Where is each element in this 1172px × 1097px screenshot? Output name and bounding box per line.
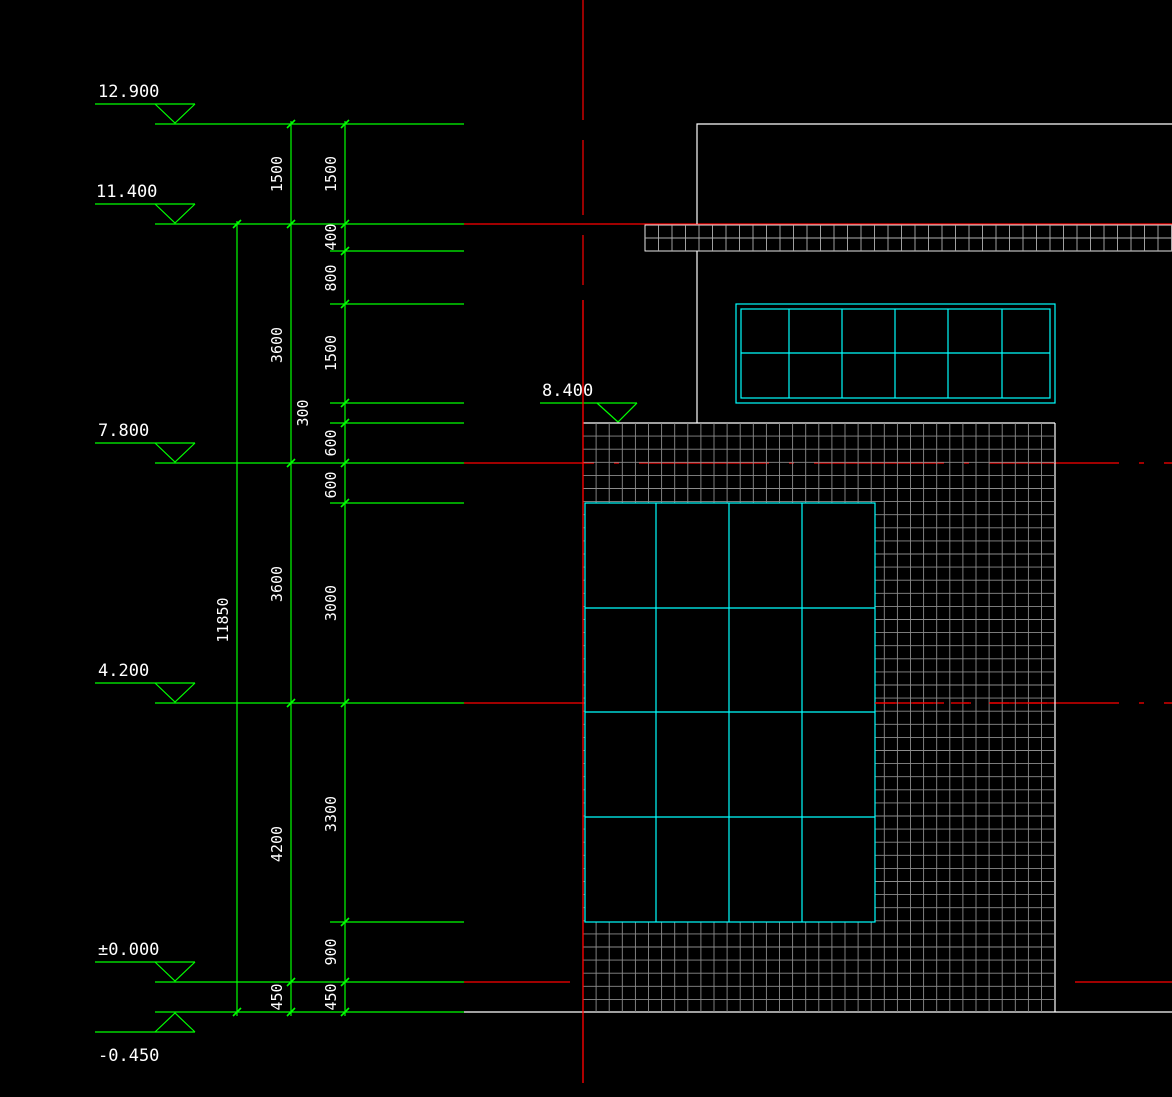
level-marker-0000 [95, 961, 464, 983]
dim-inner-800: 800 [322, 264, 340, 291]
dim-total-11850: 11850 [214, 597, 232, 642]
upper-window [735, 303, 1056, 404]
dim-inner-600-lower: 600 [322, 471, 340, 498]
dim-inner-300: 300 [294, 399, 312, 426]
dimension-ticks [232, 119, 350, 1017]
dim-mid-1500: 1500 [268, 156, 286, 192]
level-label-8400: 8.400 [542, 381, 593, 401]
cornice-band [644, 224, 1172, 252]
parapet-outline [696, 123, 1172, 224]
dim-inner-1500-mid: 1500 [322, 335, 340, 371]
level-label-12900: 12.900 [98, 82, 159, 102]
dim-inner-1500-top: 1500 [322, 156, 340, 192]
dim-inner-3300: 3300 [322, 796, 340, 832]
level-marker-7800 [95, 442, 464, 464]
level-marker-4200 [95, 682, 464, 704]
dim-inner-600-upper: 600 [322, 429, 340, 456]
dim-inner-400: 400 [322, 223, 340, 250]
dim-mid-3600-upper: 3600 [268, 327, 286, 363]
level-label-4200: 4.200 [98, 661, 149, 681]
dim-mid-4200: 4200 [268, 826, 286, 862]
dim-inner-3000: 3000 [322, 585, 340, 621]
level-marker-11400 [95, 203, 464, 225]
level-label-11400: 11.400 [96, 182, 157, 202]
dim-inner-900: 900 [322, 938, 340, 965]
dimension-chains [236, 121, 464, 1016]
axis-overlay [582, 300, 1055, 1083]
level-marker-neg450 [95, 1011, 464, 1033]
dim-mid-3600-lower: 3600 [268, 566, 286, 602]
main-curtain-window [584, 502, 876, 923]
level-label-7800: 7.800 [98, 421, 149, 441]
level-marker-8400 [540, 402, 638, 423]
dim-inner-450: 450 [322, 983, 340, 1010]
level-label-0000: ±0.000 [98, 940, 159, 960]
level-marker-12900 [95, 103, 464, 125]
level-markers [95, 103, 638, 1033]
dim-mid-450: 450 [268, 983, 286, 1010]
level-label-neg450: -0.450 [98, 1046, 159, 1066]
